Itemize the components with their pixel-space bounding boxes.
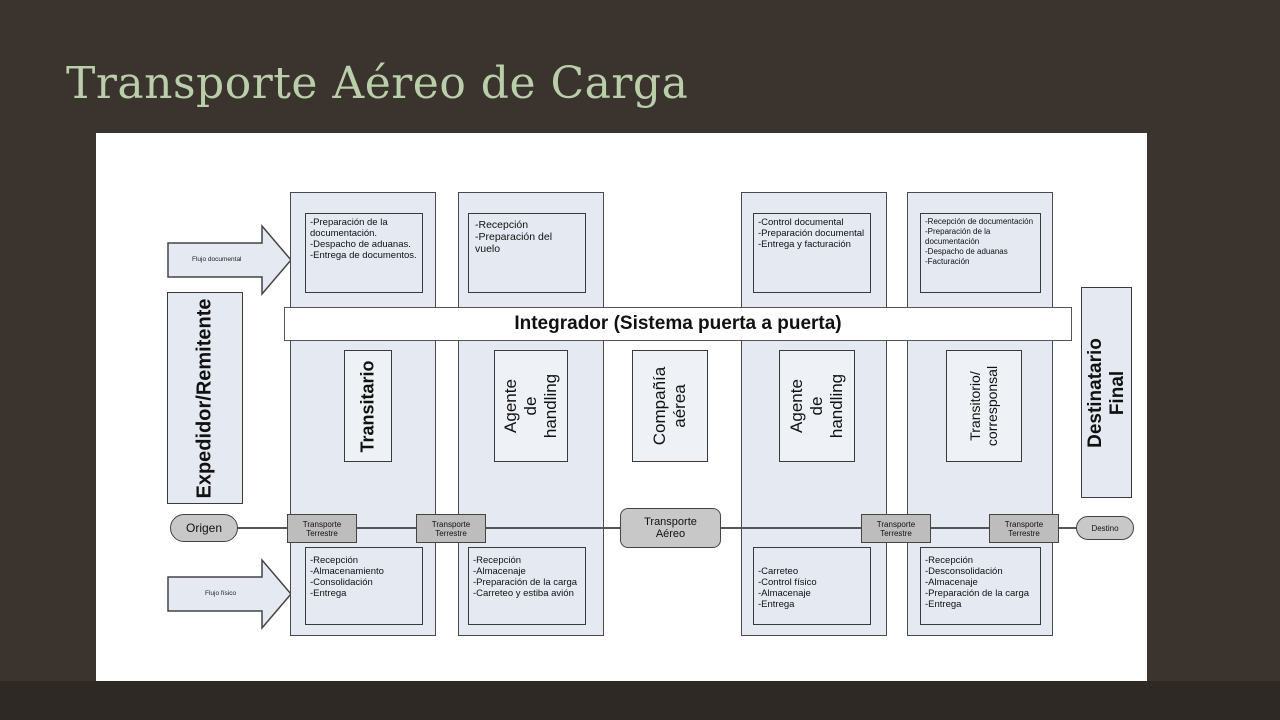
flujo-documental-arrow xyxy=(167,223,292,297)
transporte-terrestre-2: Transporte Terrestre xyxy=(416,514,486,543)
compania-aerea-box: Compañía aérea xyxy=(632,350,708,462)
flujo-fisico-label: Flujo físico xyxy=(205,590,237,597)
transporte-aereo-node: Transporte Aéreo xyxy=(620,508,721,548)
origen-node: Origen xyxy=(170,514,238,542)
compania-aerea-label: Compañía aérea xyxy=(650,366,689,446)
diagram-panel: Flujo documental Flujo físico -Preparaci… xyxy=(96,133,1147,681)
handling-origen-bottom-box: -Recepción -Almacenaje -Preparación de l… xyxy=(468,547,586,625)
handling-destino-top-box: -Control documental -Preparación documen… xyxy=(753,213,871,293)
flujo-documental-label: Flujo documental xyxy=(192,256,242,263)
expedidor-label: Expedidor/Remitente xyxy=(193,297,216,499)
destino-node: Destino xyxy=(1076,516,1134,540)
handling-origen-box: Agente de handling xyxy=(494,350,568,462)
handling-destino-box: Agente de handling xyxy=(779,350,855,462)
transporte-terrestre-3: Transporte Terrestre xyxy=(861,514,931,543)
handling-origen-label: Agente de handling xyxy=(501,373,560,439)
arrow-layer xyxy=(167,223,292,631)
slide-title: Transporte Aéreo de Carga xyxy=(66,58,689,109)
flujo-fisico-arrow xyxy=(167,557,292,631)
destinatario-label: Destinatario Final xyxy=(1084,337,1128,448)
transitario-bottom-box: -Recepción -Almacenamiento -Consolidació… xyxy=(305,547,423,625)
destinatario-box: Destinatario Final xyxy=(1081,287,1132,498)
transitario-label: Transitario xyxy=(357,359,378,453)
transporte-terrestre-4: Transporte Terrestre xyxy=(989,514,1059,543)
transitario-box: Transitario xyxy=(344,350,392,462)
transporte-terrestre-1: Transporte Terrestre xyxy=(287,514,357,543)
footer-band xyxy=(0,681,1280,720)
handling-destino-bottom-box: -Carreteo -Control físico -Almacenaje -E… xyxy=(753,547,871,625)
integrador-banner: Integrador (Sistema puerta a puerta) xyxy=(284,307,1072,341)
handling-origen-top-box: -Recepción -Preparación del vuelo xyxy=(468,213,586,293)
transitorio-box: Transitorio/ corresponsal xyxy=(946,350,1022,462)
transitorio-bottom-box: -Recepción -Desconsolidación -Almacenaje… xyxy=(920,547,1041,625)
handling-destino-label: Agente de handling xyxy=(787,373,846,439)
transitorio-top-box: -Recepción de documentación -Preparación… xyxy=(920,213,1041,293)
expedidor-box: Expedidor/Remitente xyxy=(167,292,243,504)
transitorio-label: Transitorio/ corresponsal xyxy=(967,365,1000,447)
transitario-top-box: -Preparación de la documentación. -Despa… xyxy=(305,213,423,293)
